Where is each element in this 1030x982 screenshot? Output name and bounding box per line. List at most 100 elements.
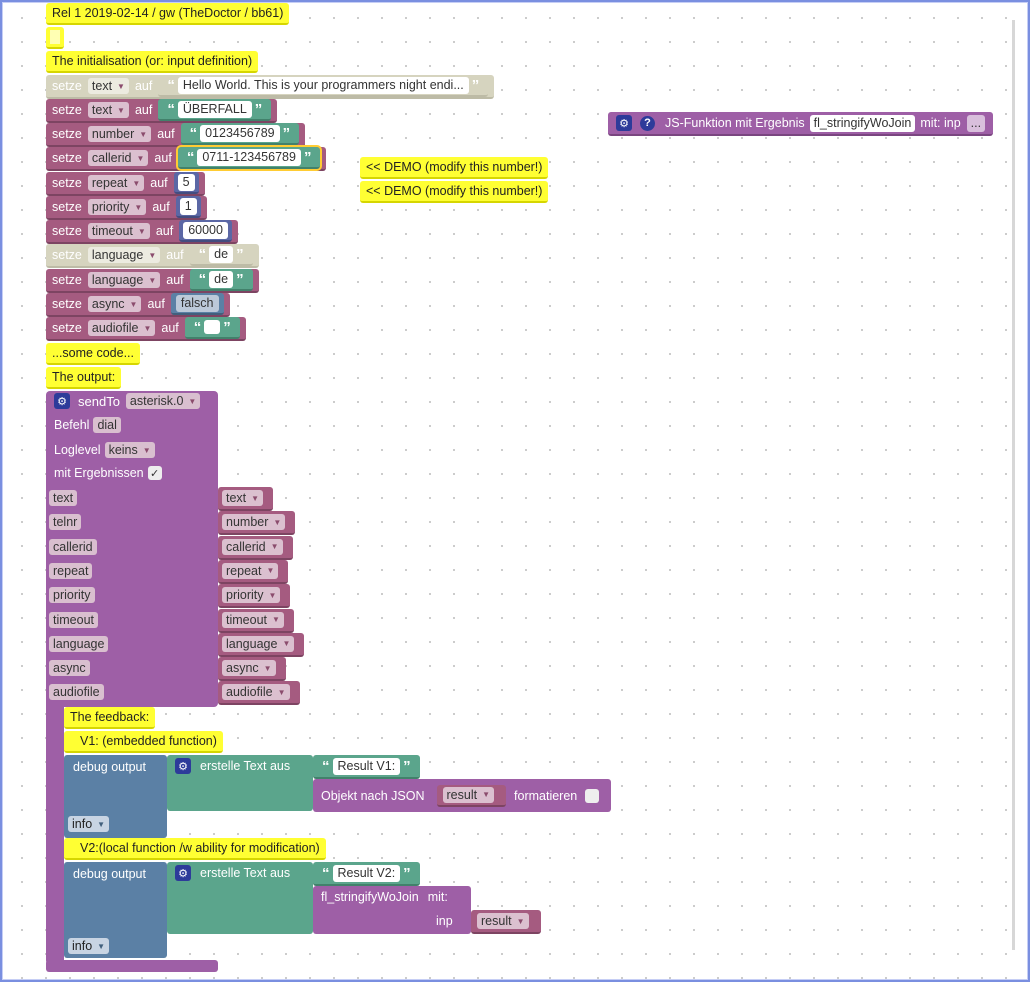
text-literal[interactable]: “0711-123456789” bbox=[175, 145, 323, 171]
variable-dropdown[interactable]: audiofile▼ bbox=[87, 320, 156, 336]
comment-output[interactable]: The output: bbox=[46, 367, 122, 389]
debug-1-level-dropdown[interactable]: info▼ bbox=[68, 816, 110, 832]
func-call-block[interactable] bbox=[313, 886, 471, 934]
format-checkbox[interactable] bbox=[585, 788, 600, 803]
param-variable-block[interactable]: priority▼ bbox=[218, 584, 291, 609]
text-literal-value[interactable]: de bbox=[209, 270, 234, 288]
comment-release[interactable]: Rel 1 2019-02-14 / gw (TheDoctor / bb61) bbox=[46, 3, 290, 25]
variable-dropdown[interactable]: text▼ bbox=[87, 102, 129, 118]
text-literal-value[interactable]: Hello World. This is your programmers ni… bbox=[177, 76, 469, 94]
inp-result-var[interactable]: result▼ bbox=[471, 910, 541, 934]
json-result-var[interactable]: result▼ bbox=[436, 784, 507, 807]
js-function-more-button[interactable]: ... bbox=[966, 114, 986, 132]
param-variable-block[interactable]: callerid▼ bbox=[218, 535, 293, 560]
param-variable-dropdown[interactable]: text▼ bbox=[222, 490, 264, 506]
text-join-1[interactable] bbox=[167, 755, 313, 811]
number-literal[interactable]: 5 bbox=[173, 172, 199, 194]
param-variable-block[interactable]: language▼ bbox=[218, 632, 305, 657]
comment-v2[interactable]: V2:(local function /w ability for modifi… bbox=[64, 838, 326, 860]
text-literal[interactable]: “de” bbox=[189, 269, 253, 291]
text-result-v2[interactable]: “ Result V2: ” bbox=[313, 862, 420, 886]
text-literal[interactable]: “ÜBERFALL” bbox=[158, 99, 272, 121]
comment-some-code[interactable]: ...some code... bbox=[46, 343, 140, 365]
param-variable-dropdown[interactable]: priority▼ bbox=[222, 587, 281, 604]
sendto-loglevel-dropdown[interactable]: keins▼ bbox=[104, 442, 155, 458]
text-literal-value[interactable]: de bbox=[209, 245, 234, 263]
variable-dropdown[interactable]: text▼ bbox=[87, 78, 129, 94]
text-join-2[interactable] bbox=[167, 862, 313, 934]
comment-v1[interactable]: V1: (embedded function) bbox=[64, 731, 223, 753]
param-variable-dropdown[interactable]: audiofile▼ bbox=[222, 684, 290, 701]
text-literal[interactable]: “” bbox=[184, 317, 240, 339]
object-to-json-block[interactable]: Objekt nach JSON result▼ formatieren bbox=[313, 779, 611, 812]
param-label[interactable]: text bbox=[49, 490, 78, 506]
comment-demo-2[interactable]: << DEMO (modify this number!) bbox=[360, 181, 549, 203]
js-function-name-field[interactable]: fl_stringifyWoJoin bbox=[809, 114, 916, 132]
variable-dropdown[interactable]: language▼ bbox=[87, 247, 161, 263]
variable-dropdown[interactable]: callerid▼ bbox=[87, 150, 149, 166]
param-label[interactable]: priority bbox=[49, 587, 95, 604]
comment-init[interactable]: The initialisation (or: input definition… bbox=[46, 51, 259, 73]
param-variable-dropdown[interactable]: number▼ bbox=[222, 514, 286, 531]
text-literal-value[interactable]: 0711-123456789 bbox=[197, 148, 301, 166]
boolean-dropdown[interactable]: falsch bbox=[175, 294, 219, 312]
gear-icon[interactable]: ⚙ bbox=[175, 758, 191, 774]
number-literal-value[interactable]: 60000 bbox=[183, 221, 228, 239]
param-label[interactable]: telnr bbox=[49, 514, 82, 531]
param-variable-dropdown[interactable]: timeout▼ bbox=[222, 611, 284, 628]
number-literal-value[interactable]: 1 bbox=[179, 197, 197, 215]
param-variable-dropdown[interactable]: repeat▼ bbox=[222, 562, 279, 579]
text-result-v1[interactable]: “ Result V1: ” bbox=[313, 755, 420, 779]
variable-dropdown[interactable]: language▼ bbox=[87, 272, 161, 288]
param-label[interactable]: language bbox=[49, 635, 109, 652]
boolean-literal[interactable]: falsch bbox=[170, 293, 224, 315]
text-result-v1-value[interactable]: Result V1: bbox=[332, 757, 401, 775]
help-icon[interactable]: ? bbox=[640, 115, 655, 131]
number-literal[interactable]: 1 bbox=[175, 196, 201, 218]
variable-dropdown[interactable]: repeat▼ bbox=[87, 175, 145, 191]
text-literal[interactable]: “0123456789” bbox=[180, 123, 300, 145]
param-label[interactable]: callerid bbox=[49, 538, 97, 555]
debug-2-level-dropdown[interactable]: info▼ bbox=[68, 938, 110, 954]
text-result-v2-value[interactable]: Result V2: bbox=[332, 864, 401, 882]
sendto-command-field[interactable]: dial bbox=[93, 417, 121, 433]
variable-dropdown[interactable]: number▼ bbox=[87, 126, 152, 142]
variable-dropdown[interactable]: priority▼ bbox=[87, 199, 147, 215]
param-variable-block[interactable]: repeat▼ bbox=[218, 559, 289, 584]
js-function-block[interactable]: ⚙ ? JS-Funktion mit Ergebnis fl_stringif… bbox=[608, 112, 994, 136]
param-variable-block[interactable]: audiofile▼ bbox=[218, 681, 300, 706]
param-variable-block[interactable]: number▼ bbox=[218, 511, 296, 536]
workspace-scrollbar[interactable] bbox=[1012, 20, 1015, 950]
param-label[interactable]: async bbox=[49, 660, 90, 677]
variable-dropdown[interactable]: timeout▼ bbox=[87, 223, 150, 239]
text-literal[interactable]: “Hello World. This is your programmers n… bbox=[158, 75, 489, 97]
variable-dropdown[interactable]: async▼ bbox=[87, 296, 142, 312]
param-label[interactable]: timeout bbox=[49, 611, 98, 628]
comment-empty[interactable] bbox=[46, 27, 64, 49]
sendto-results-checkbox[interactable]: ✓ bbox=[147, 466, 162, 480]
number-literal-value[interactable]: 5 bbox=[177, 173, 195, 191]
gear-icon[interactable]: ⚙ bbox=[54, 393, 70, 409]
comment-demo-1[interactable]: << DEMO (modify this number!) bbox=[360, 157, 549, 179]
gear-icon[interactable]: ⚙ bbox=[175, 865, 191, 881]
param-variable-block[interactable]: text▼ bbox=[218, 487, 274, 511]
text-literal-value[interactable]: ÜBERFALL bbox=[177, 100, 252, 118]
text-literal-value[interactable]: 0123456789 bbox=[200, 124, 280, 142]
inp-result-dropdown[interactable]: result▼ bbox=[477, 913, 529, 929]
gear-icon[interactable]: ⚙ bbox=[616, 115, 632, 131]
param-variable-block[interactable]: async▼ bbox=[218, 657, 286, 682]
comment-feedback[interactable]: The feedback: bbox=[64, 707, 156, 729]
param-label[interactable]: audiofile bbox=[49, 684, 104, 701]
number-literal[interactable]: 60000 bbox=[179, 220, 232, 242]
